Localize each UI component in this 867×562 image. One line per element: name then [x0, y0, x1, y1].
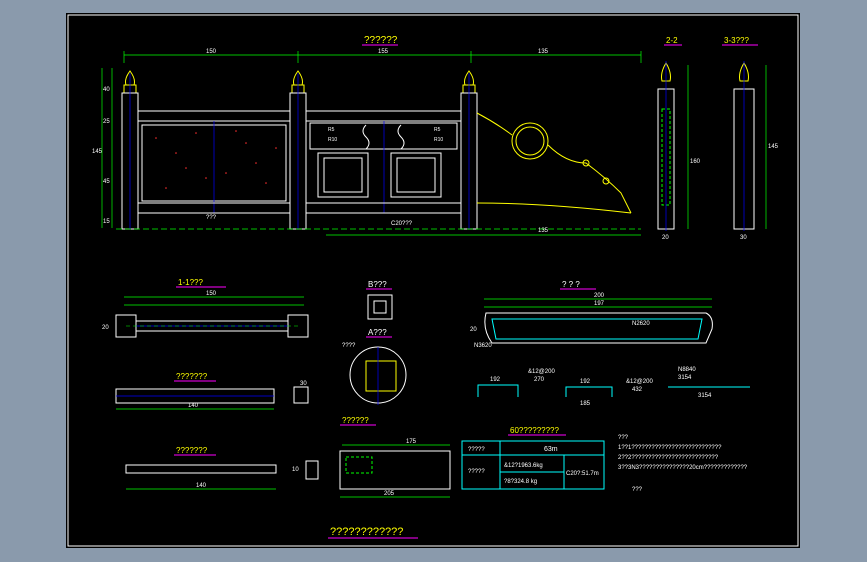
bottom-rail-left [137, 202, 291, 214]
section-3-3-title: 3-3??? [724, 36, 749, 45]
dim-15-left: 15 [103, 219, 110, 225]
section-1-1: 1-1??? 150 20 [102, 278, 309, 338]
dim-20-22: 20 [662, 235, 669, 241]
section-3-3: 3-3??? 145 30 [722, 36, 779, 241]
material-table: 60????????? ????? 63m ????? &12?1963.6kg… [461, 426, 605, 490]
detail-b-title: B??? [368, 280, 387, 289]
panel-speckle [155, 130, 277, 189]
sheet-title: ???????????? [330, 526, 403, 538]
rebar4-label: N8840 [678, 367, 696, 373]
dim-192-a: 192 [490, 377, 501, 383]
dim-140-rail1: 140 [188, 403, 199, 409]
ring-label: ??? [206, 215, 217, 221]
dim-145-33: 145 [768, 144, 779, 150]
detail-a: A??? ???? [342, 328, 407, 405]
dim-45-left: 45 [103, 179, 110, 185]
panel-window-left [317, 152, 369, 198]
rebar2-label: &12@200 [626, 379, 653, 385]
end-scroll-carving [476, 112, 632, 214]
rail-2-title: ??????? [176, 446, 208, 455]
note-2: 2??2?????????????????????????? [618, 455, 719, 461]
section-2-2-title: 2-2 [666, 36, 678, 45]
panel-window-right [390, 152, 442, 198]
dim-20-11: 20 [102, 325, 109, 331]
post-left [121, 70, 139, 230]
dim-10-rail2: 10 [292, 467, 299, 473]
dim-25-left: 25 [103, 119, 110, 125]
detail-a-title: A??? [368, 328, 387, 337]
dim-192-b: 192 [580, 379, 591, 385]
n3620-label: N3620 [474, 343, 492, 349]
dim-205-base: 205 [384, 491, 395, 497]
bottom-rail-middle [305, 202, 462, 214]
dim-270: 270 [534, 377, 545, 383]
dim-20-cap: 20 [470, 327, 477, 333]
rail-detail-1: ??????? 140 30 [115, 372, 309, 410]
base-title: ?????? [342, 416, 369, 425]
detail-note: ???? [342, 343, 356, 349]
note-3: 3??3N3???????????????20cm????????????? [618, 465, 748, 471]
dim-432: 432 [632, 387, 643, 393]
dim-140-rail2: 140 [196, 483, 207, 489]
dim-30-33: 30 [740, 235, 747, 241]
dim-160-22: 160 [690, 159, 701, 165]
rail-detail-2: ??????? 140 10 [125, 446, 319, 490]
elevation-title: ?????? [364, 35, 398, 46]
dim-185: 185 [580, 401, 591, 407]
dim-197-cap: 197 [594, 301, 605, 307]
rebar-shapes: 192 &12@200 270 192 185 &12@200 432 N884… [477, 367, 750, 407]
top-rail-left [137, 110, 291, 122]
dim-150-11: 150 [206, 291, 217, 297]
notes: ??? 1??1??????????????????????????? 2??2… [618, 435, 748, 493]
concrete-label: C20??? [391, 221, 413, 227]
table-row1-value: 63m [544, 446, 558, 453]
dim-r5-b: R5 [434, 127, 441, 133]
table-title: 60????????? [510, 426, 559, 435]
dim-r10-a: R10 [328, 137, 337, 143]
dim-145-left: 145 [92, 149, 103, 155]
dim-r10-b: R10 [434, 137, 443, 143]
cap-beam-view: ? ? ? 200 197 N2620 N3620 20 [470, 280, 713, 349]
elevation-view: ?????? 150 155 135 145 40 25 45 15 [92, 35, 642, 236]
section-2-2: 2-2 160 20 [657, 36, 701, 241]
rebar1-label: &12@200 [528, 369, 555, 375]
cap-title: ? ? ? [562, 280, 580, 289]
dim-135-bottom: 135 [538, 228, 549, 234]
cad-drawing: ?????? 150 155 135 145 40 25 45 15 [67, 14, 799, 547]
dim-40-left: 40 [103, 87, 110, 93]
drawing-frame [67, 14, 799, 547]
dim-135-top: 135 [538, 49, 549, 55]
note-0: ??? [618, 435, 629, 441]
table-row2-label: ????? [468, 469, 485, 475]
dim-3154-b: 3154 [698, 393, 712, 399]
section-1-1-title: 1-1??? [178, 278, 203, 287]
table-row1-label: ????? [468, 447, 485, 453]
post-right [460, 70, 478, 230]
base-detail: ?????? 175 205 [339, 416, 451, 498]
table-row2-v2: ?8?324.8 kg [504, 479, 537, 485]
rail-1-title: ??????? [176, 372, 208, 381]
dim-3154-a: 3154 [678, 375, 692, 381]
detail-b: B??? [366, 280, 393, 320]
dim-175-base: 175 [406, 439, 417, 445]
table-row2-v1: &12?1963.6kg [504, 463, 543, 469]
table-row2-v3: C20?:51.7m [566, 471, 599, 477]
note-1: 1??1??????????????????????????? [618, 445, 722, 451]
dim-r5-a: R5 [328, 127, 335, 133]
post-middle [289, 70, 307, 230]
dim-30-rail1: 30 [300, 381, 307, 387]
drawing-sheet: ?????? 150 155 135 145 40 25 45 15 [66, 13, 800, 548]
dim-150-top: 150 [206, 49, 217, 55]
n2620-label: N2620 [632, 321, 650, 327]
note-4: ??? [632, 487, 643, 493]
dim-155-top: 155 [378, 49, 389, 55]
dim-200-cap: 200 [594, 293, 605, 299]
top-rail-middle [305, 110, 462, 122]
